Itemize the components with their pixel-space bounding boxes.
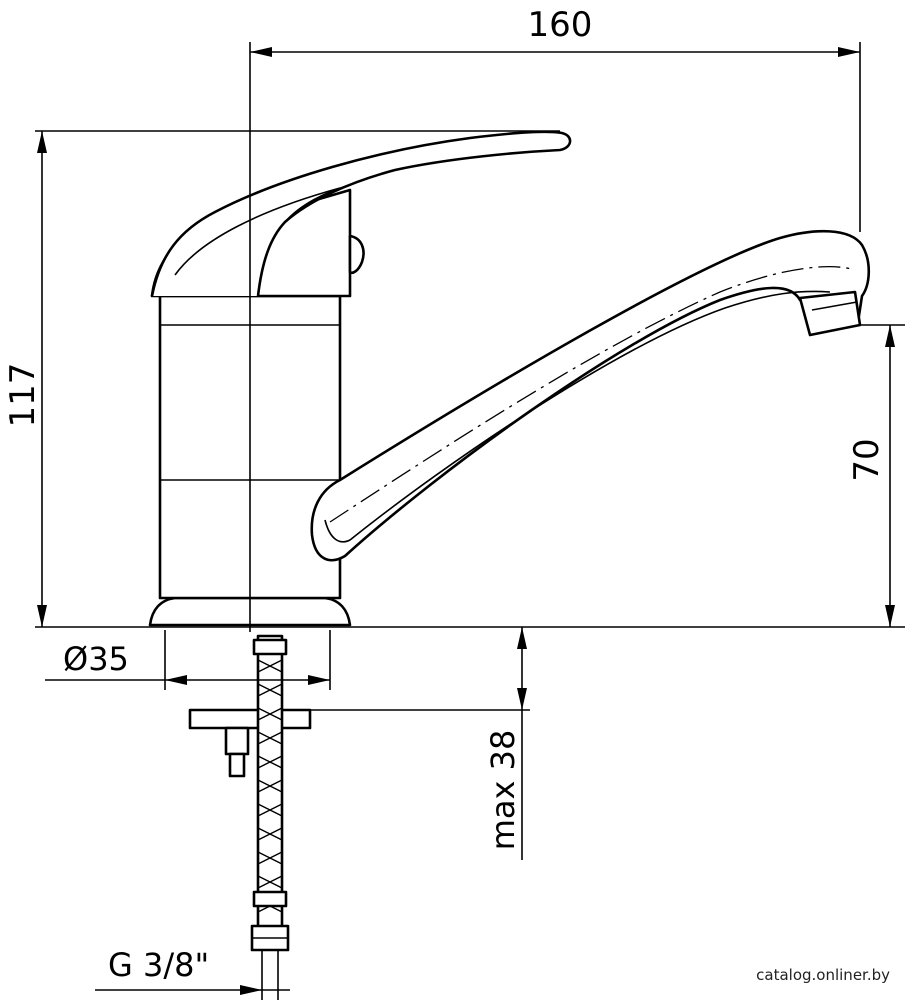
thread-label: G 3/8" (108, 946, 209, 984)
height-label: 117 (3, 363, 43, 428)
dimension-base-diameter: Ø35 (45, 630, 331, 690)
spout (310, 229, 871, 562)
lever-handle (150, 130, 572, 297)
dimension-width: 160 (250, 5, 861, 232)
max-thickness-label: max 38 (484, 730, 522, 851)
spout-height-label: 70 (847, 438, 887, 481)
dimension-spout-height: 70 (847, 324, 905, 627)
dimension-height: 117 (3, 130, 560, 627)
base-diameter-label: Ø35 (63, 640, 129, 678)
width-label: 160 (528, 5, 593, 45)
watermark: catalog.onliner.by (756, 966, 890, 984)
mounting-hardware (188, 634, 312, 1000)
dimension-thread: G 3/8" (95, 946, 290, 995)
dimension-max-thickness: max 38 (310, 627, 530, 860)
